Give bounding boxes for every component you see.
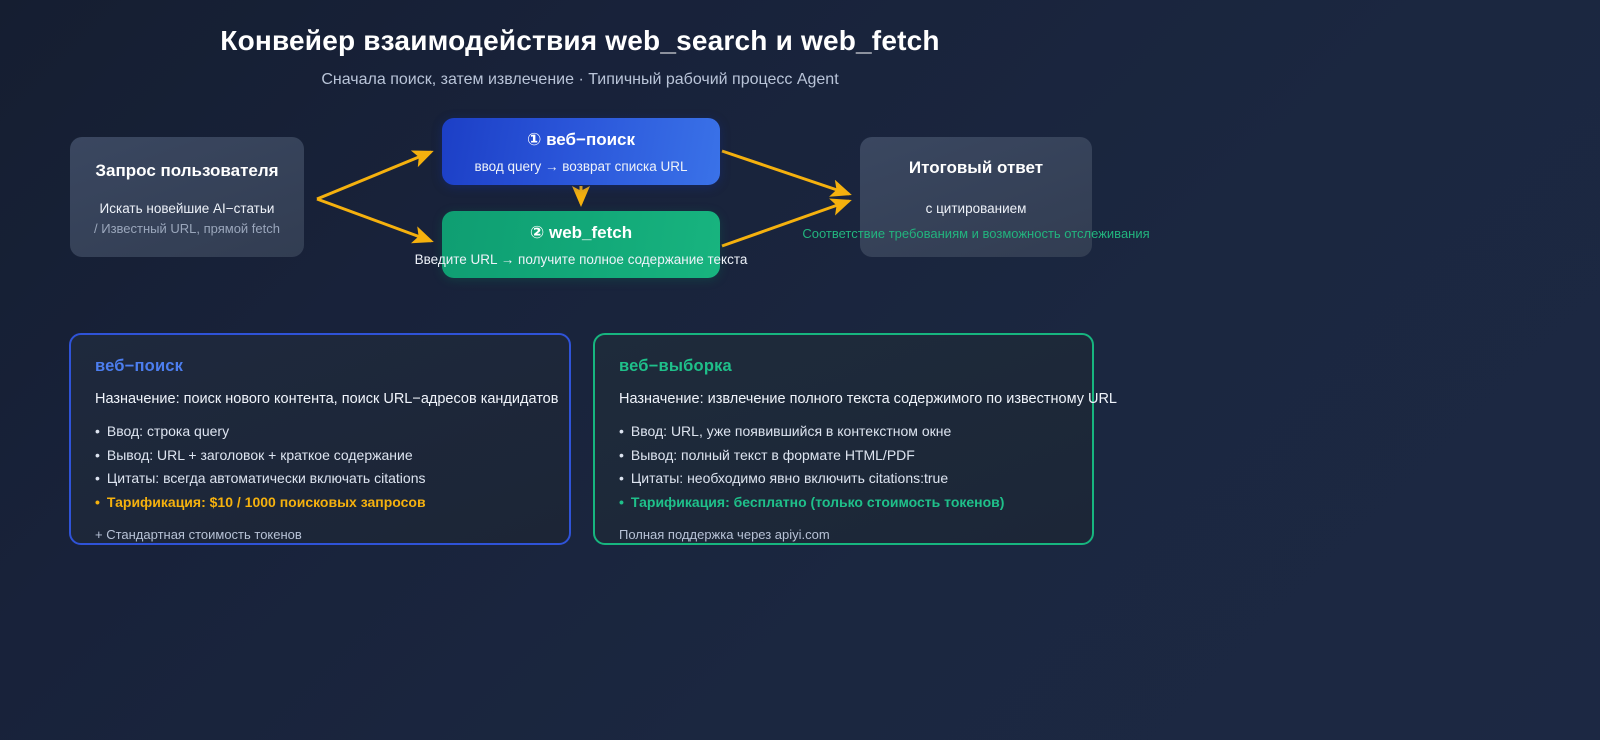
flow-node-web-fetch-subtitle: Введите URL → получите полное содержание… (414, 252, 748, 267)
info-panel-web-search-list: Ввод: строка query Вывод: URL + заголово… (95, 420, 545, 514)
info-panel-web-fetch-list: Ввод: URL, уже появившийся в контекстном… (619, 420, 1068, 514)
info-panel-web-search[interactable]: веб−поиск Назначение: поиск нового конте… (69, 333, 571, 545)
flow-arrows (316, 149, 852, 248)
info-panel-web-search-footnote: + Стандартная стоимость токенов (95, 527, 302, 542)
flow-node-web-search[interactable]: ① веб−поиск ввод query → возврат списка … (442, 118, 720, 185)
flow-node-final-answer-subtitle: с цитированием (925, 200, 1027, 216)
flow-diagram: Запрос пользователя Искать новейшие AI−с… (0, 0, 1600, 300)
arrow-search-to-final (721, 149, 852, 197)
arrow-user-to-search (316, 150, 434, 201)
list-item: Вывод: URL + заголовок + краткое содержа… (95, 444, 545, 468)
flow-node-user-request[interactable]: Запрос пользователя Искать новейшие AI−с… (70, 137, 304, 257)
info-panel-web-fetch-purpose: Назначение: извлечение полного текста со… (619, 391, 1117, 407)
flow-node-web-search-title: ① веб−поиск (526, 130, 636, 149)
list-item: Цитаты: необходимо явно включить citatio… (619, 467, 1068, 491)
flow-node-final-answer-title: Итоговый ответ (908, 157, 1044, 177)
flow-node-user-request-title: Запрос пользователя (95, 160, 279, 180)
flow-node-web-fetch[interactable]: ② web_fetch Введите URL → получите полно… (415, 211, 747, 278)
list-item: Цитаты: всегда автоматически включать ci… (95, 467, 545, 491)
page-title: Конвейер взаимодействия web_search и web… (220, 25, 940, 56)
arrow-fetch-to-final (721, 198, 852, 248)
flow-node-user-request-line1: Искать новейшие AI−статьи (99, 200, 275, 216)
page-subtitle: Сначала поиск, затем извлечение · Типичн… (321, 70, 839, 88)
flow-node-final-answer-note: Соответствие требованиям и возможность о… (802, 225, 1150, 241)
info-panel-web-search-heading: веб−поиск (95, 357, 184, 375)
page-header: Конвейер взаимодействия web_search и web… (0, 24, 1160, 89)
list-item: Ввод: строка query (95, 420, 545, 444)
list-item-pricing: Тарификация: $10 / 1000 поисковых запрос… (95, 491, 545, 515)
flow-node-user-request-line2: / Известный URL, прямой fetch (94, 220, 280, 236)
flow-node-final-answer[interactable]: Итоговый ответ с цитированием Соответств… (802, 137, 1150, 257)
info-panel-web-fetch-footnote: Полная поддержка через apiyi.com (619, 527, 830, 542)
info-panel-web-fetch-heading: веб−выборка (619, 357, 732, 375)
flow-node-web-search-subtitle: ввод query → возврат списка URL (474, 159, 688, 174)
list-item: Вывод: полный текст в формате HTML/PDF (619, 444, 1068, 468)
info-panel-web-search-purpose: Назначение: поиск нового контента, поиск… (95, 391, 559, 407)
list-item-pricing: Тарификация: бесплатно (только стоимость… (619, 491, 1068, 515)
list-item: Ввод: URL, уже появившийся в контекстном… (619, 420, 1068, 444)
info-panel-web-fetch[interactable]: веб−выборка Назначение: извлечение полно… (593, 333, 1117, 545)
arrow-user-to-fetch (316, 197, 434, 244)
flow-node-web-fetch-title: ② web_fetch (529, 223, 633, 242)
